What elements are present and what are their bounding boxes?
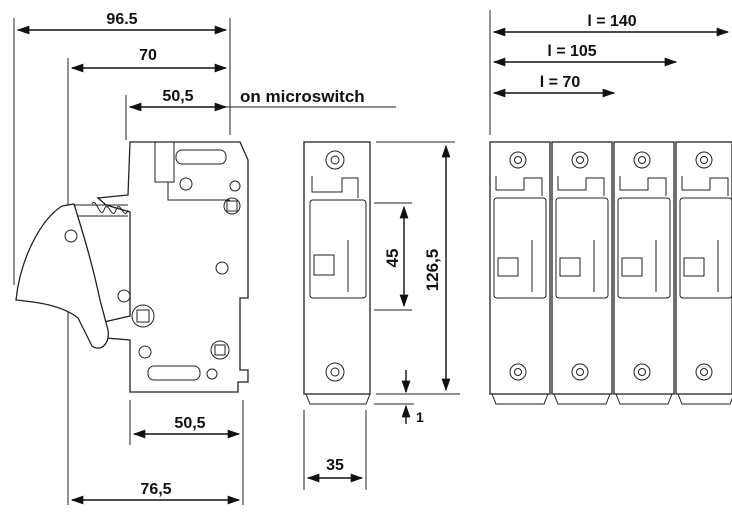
dim-50-5-base: 50,5	[174, 415, 205, 432]
front-view-single: 126,5 45 1 35	[303, 141, 460, 490]
breaker-body	[96, 141, 249, 393]
dim-96-5: 96.5	[106, 11, 137, 28]
module-3	[613, 141, 675, 395]
dim-l-140: l = 140	[587, 13, 636, 30]
dim-l-70: l = 70	[540, 74, 581, 91]
dim-126-5: 126,5	[423, 249, 442, 292]
dim-76-5: 76,5	[140, 481, 171, 498]
module-front	[303, 141, 371, 395]
dim-50-5-microswitch: 50,5	[162, 88, 193, 105]
dim-35: 35	[326, 457, 344, 474]
dim-l-105: l = 105	[547, 43, 596, 60]
module-1	[489, 141, 551, 395]
microswitch-note: on microswitch	[240, 87, 365, 106]
dim-45: 45	[383, 249, 402, 268]
module-2	[551, 141, 613, 395]
handle	[15, 203, 109, 349]
dim-70: 70	[139, 47, 157, 64]
front-view-multi: l = 140 l = 105 l = 70	[489, 10, 732, 405]
side-view: 96.5 70 50,5 on microswitch 50,5 76,5	[13, 11, 396, 505]
dim-1: 1	[416, 409, 424, 425]
